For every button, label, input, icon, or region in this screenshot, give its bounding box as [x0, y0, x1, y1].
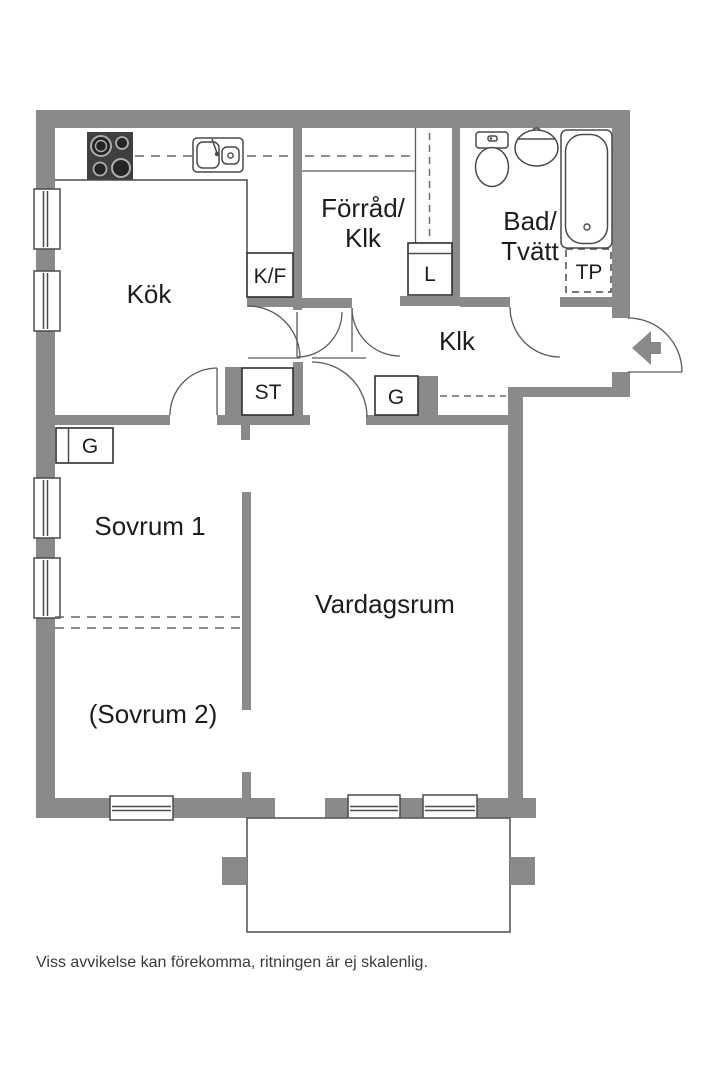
hall-door [296, 311, 343, 358]
bathroom-door [509, 306, 561, 358]
disclaimer-text: Viss avvikelse kan förekomma, ritningen … [36, 954, 428, 971]
balcony-outline [246, 817, 511, 933]
bedroom-divider-dashed [55, 616, 242, 629]
room-label-hall: Klk [439, 326, 476, 356]
balcony [222, 817, 535, 933]
closet-label-laundry: L [424, 263, 436, 286]
balcony-post [222, 857, 247, 885]
window-icon [347, 794, 401, 821]
closet-boxes [55, 242, 506, 464]
room-label-bathroom-line1: Bad/ [503, 206, 557, 236]
storage-door [351, 307, 401, 357]
closet-label-fridge-freezer: K/F [254, 265, 287, 288]
room-label-kitchen: Kök [127, 279, 173, 309]
closet-label-cleaning: ST [255, 381, 282, 404]
closet-label-wardrobe-hall: G [388, 386, 404, 409]
room-label-bedroom1: Sovrum 1 [94, 511, 205, 541]
bedroom1-door [169, 367, 218, 416]
window-icon [33, 270, 61, 332]
room-label-storage-line1: Förråd/ [321, 193, 406, 223]
bathroom-fixtures [474, 127, 613, 293]
balcony-post [510, 857, 535, 885]
interior-walls [55, 128, 613, 798]
room-label-living-room: Vardagsrum [315, 589, 455, 619]
window-icon [33, 477, 61, 539]
stove-icon [87, 132, 133, 180]
storage-details [302, 128, 431, 243]
washbasin-icon [514, 127, 559, 167]
living-room-door [311, 357, 368, 418]
window-icon [422, 794, 478, 821]
cleaning-closet-box [241, 367, 294, 416]
fridge-freezer-box [246, 252, 294, 298]
toilet-icon [474, 131, 510, 188]
closet-label-drying: TP [576, 261, 603, 284]
room-label-bathroom-line2: Tvätt [501, 236, 560, 266]
entrance-arrow-icon [632, 331, 661, 365]
doors [169, 305, 683, 869]
closet-label-wardrobe-bedroom1: G [82, 435, 98, 458]
room-label-bedroom2: (Sovrum 2) [89, 699, 218, 729]
entrance-door [627, 317, 683, 373]
drying-cabinet-box [565, 248, 612, 293]
exterior-walls [36, 110, 630, 818]
window-icon [109, 795, 174, 821]
room-label-storage-line2: Klk [345, 223, 382, 253]
window-icon [33, 188, 61, 250]
sink-icon [192, 137, 244, 173]
laundry-box [407, 242, 453, 296]
windows [33, 188, 478, 821]
counter-edge [55, 179, 248, 253]
bedroom1-wardrobe-box [55, 427, 114, 464]
kitchen-door [247, 305, 301, 359]
hall-wardrobe-box [374, 375, 419, 416]
kitchen-fixtures [55, 132, 290, 253]
bathtub-icon [560, 129, 613, 249]
window-icon [33, 557, 61, 619]
